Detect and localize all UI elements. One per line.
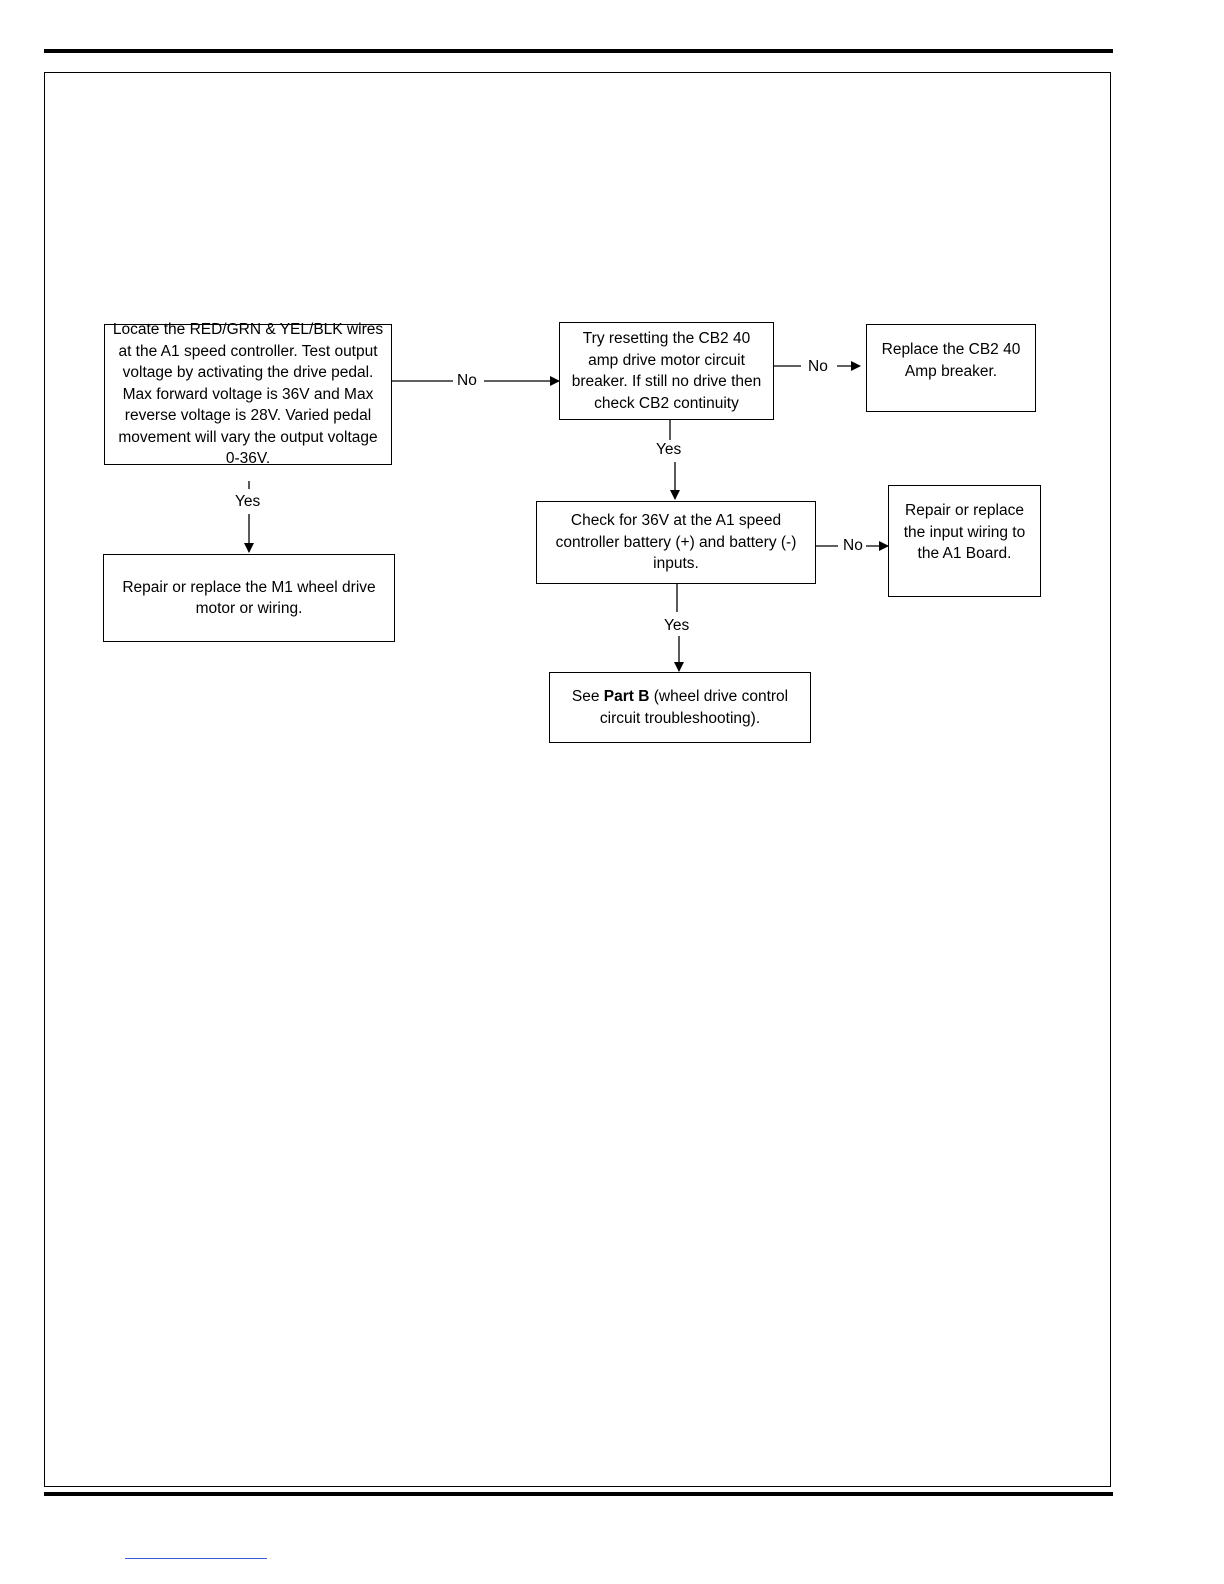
see-part-b-text: See Part B (wheel drive control circuit … xyxy=(556,686,804,729)
edge-label-yes-1: Yes xyxy=(233,493,263,511)
bottom-rule xyxy=(44,1492,1113,1496)
see-part-b-suffix: (wheel drive control circuit troubleshoo… xyxy=(599,688,789,727)
reset-cb2-box: Try resetting the CB2 40 amp drive motor… xyxy=(559,322,774,420)
replace-cb2-text: Replace the CB2 40 Amp breaker. xyxy=(881,341,1021,380)
page-frame xyxy=(44,72,1111,1487)
locate-wires-box: Locate the RED/GRN & YEL/BLK wires at th… xyxy=(104,321,392,467)
see-part-b-box: See Part B (wheel drive control circuit … xyxy=(549,672,811,743)
edge-label-no-3: No xyxy=(841,537,865,555)
edge-label-yes-3: Yes xyxy=(662,617,692,635)
edge-label-no-1: No xyxy=(455,372,479,390)
replace-cb2-box: Replace the CB2 40 Amp breaker. xyxy=(866,324,1036,412)
repair-m1-box: Repair or replace the M1 wheel drive mot… xyxy=(103,554,395,642)
repair-m1-text: Repair or replace the M1 wheel drive mot… xyxy=(122,578,376,618)
check-36v-text: Check for 36V at the A1 speed controller… xyxy=(555,512,797,573)
see-part-b-prefix: See xyxy=(571,688,604,705)
part-b-link-text: Part B xyxy=(603,688,650,705)
check-36v-box: Check for 36V at the A1 speed controller… xyxy=(536,501,816,584)
edge-label-yes-2: Yes xyxy=(654,441,684,459)
edge-label-no-2: No xyxy=(806,358,830,376)
locate-wires-text: Locate the RED/GRN & YEL/BLK wires at th… xyxy=(112,321,384,468)
reset-cb2-text: Try resetting the CB2 40 amp drive motor… xyxy=(571,330,762,412)
footer-link-underline xyxy=(125,1558,267,1559)
top-rule xyxy=(44,49,1113,53)
repair-input-wiring-box: Repair or replace the input wiring to th… xyxy=(888,485,1041,597)
repair-input-wiring-text: Repair or replace the input wiring to th… xyxy=(903,502,1026,562)
